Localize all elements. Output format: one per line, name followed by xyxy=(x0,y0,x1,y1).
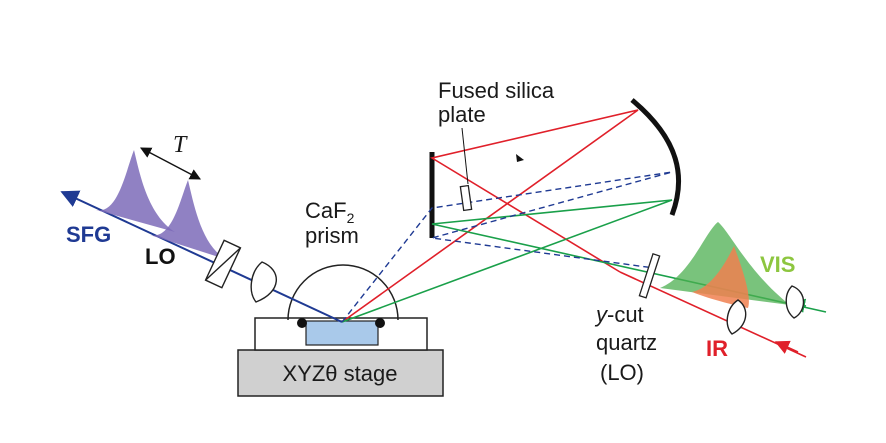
o-ring-right xyxy=(375,318,385,328)
vis-label: VIS xyxy=(760,252,795,277)
lo-beam-dashed xyxy=(341,171,673,323)
fused-silica-plate xyxy=(459,184,473,212)
caf2-label: CaF2 xyxy=(305,198,355,226)
stage-box xyxy=(237,349,444,397)
ycut-quartz-plate xyxy=(638,253,661,299)
ir-beam-upper xyxy=(341,109,639,323)
plate-label: plate xyxy=(438,102,486,127)
pulse-1 xyxy=(96,150,175,232)
lo-paren-label: (LO) xyxy=(600,360,644,385)
sfg-label: SFG xyxy=(66,222,111,247)
o-ring-left xyxy=(297,318,307,328)
caf2-prism xyxy=(287,264,399,321)
polarizer xyxy=(204,239,242,289)
stage-label: XYZθ stage xyxy=(283,361,398,386)
small-arrow-marker xyxy=(516,154,524,162)
delay-label: T xyxy=(173,132,188,158)
sfg-beam xyxy=(60,190,343,323)
ir-lens xyxy=(726,299,747,335)
sfg-lens xyxy=(250,261,277,303)
ir-arrow xyxy=(774,340,799,354)
pulse-2 xyxy=(150,180,228,260)
quartz-label: quartz xyxy=(596,330,657,355)
lo-label: LO xyxy=(145,244,176,269)
ir-label: IR xyxy=(706,336,728,361)
delay-arrow xyxy=(140,147,201,180)
sample xyxy=(305,320,379,346)
vis-lens xyxy=(785,285,805,319)
ir-pulse xyxy=(692,246,749,308)
ycut-label: y-cut xyxy=(594,302,644,327)
fused-silica-pointer xyxy=(461,127,469,185)
fused-silica-label: Fused silica xyxy=(438,78,555,103)
prism-label: prism xyxy=(305,223,359,248)
concave-mirror xyxy=(630,98,682,216)
vis-beam xyxy=(341,199,827,323)
